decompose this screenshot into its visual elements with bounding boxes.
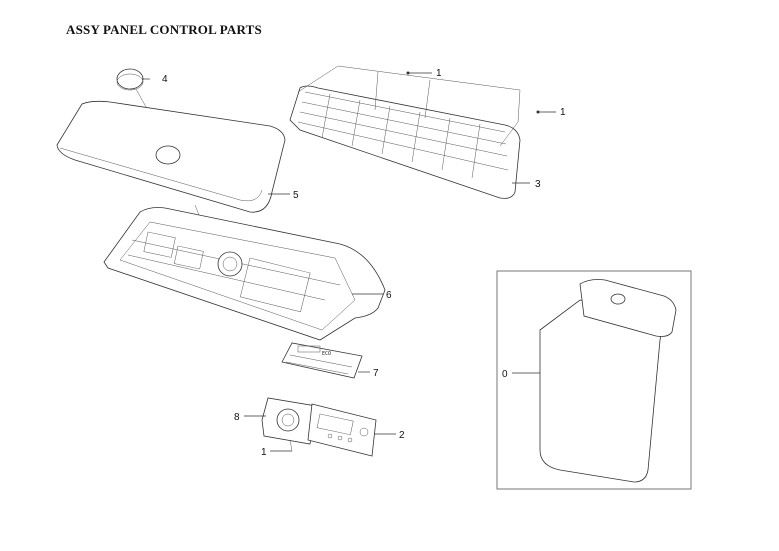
callout-6: 6 bbox=[386, 290, 392, 301]
knob-cap-part-4[interactable] bbox=[116, 68, 144, 91]
callout-4: 4 bbox=[162, 74, 168, 85]
pcb-board-part-2[interactable] bbox=[307, 403, 377, 457]
assembly-inset-frame bbox=[496, 270, 692, 490]
callout-7: 7 bbox=[373, 368, 379, 379]
callout-0: 0 bbox=[502, 369, 508, 380]
full-assembly-part-0[interactable] bbox=[539, 279, 677, 483]
callout-1c: 1 bbox=[261, 447, 267, 458]
callout-2: 2 bbox=[399, 430, 405, 441]
overlay-film-part-7[interactable]: ECO bbox=[281, 342, 363, 379]
projection-lines-1 bbox=[297, 65, 521, 147]
guide-line-1c bbox=[289, 439, 293, 452]
callout-3: 3 bbox=[535, 179, 541, 190]
callout-1b: 1 bbox=[560, 107, 566, 118]
callout-8: 8 bbox=[234, 412, 240, 423]
encoder-board-part-8[interactable] bbox=[261, 397, 317, 445]
diagram-title: ASSY PANEL CONTROL PARTS bbox=[66, 22, 262, 37]
callout-1a: 1 bbox=[436, 68, 442, 79]
control-panel-body-part-6[interactable] bbox=[103, 207, 386, 341]
overlay-eco-text: ECO bbox=[322, 351, 331, 357]
top-cover-panel-part-5[interactable] bbox=[56, 100, 286, 213]
rear-frame-part-3[interactable] bbox=[289, 85, 521, 199]
callout-5: 5 bbox=[293, 190, 299, 201]
